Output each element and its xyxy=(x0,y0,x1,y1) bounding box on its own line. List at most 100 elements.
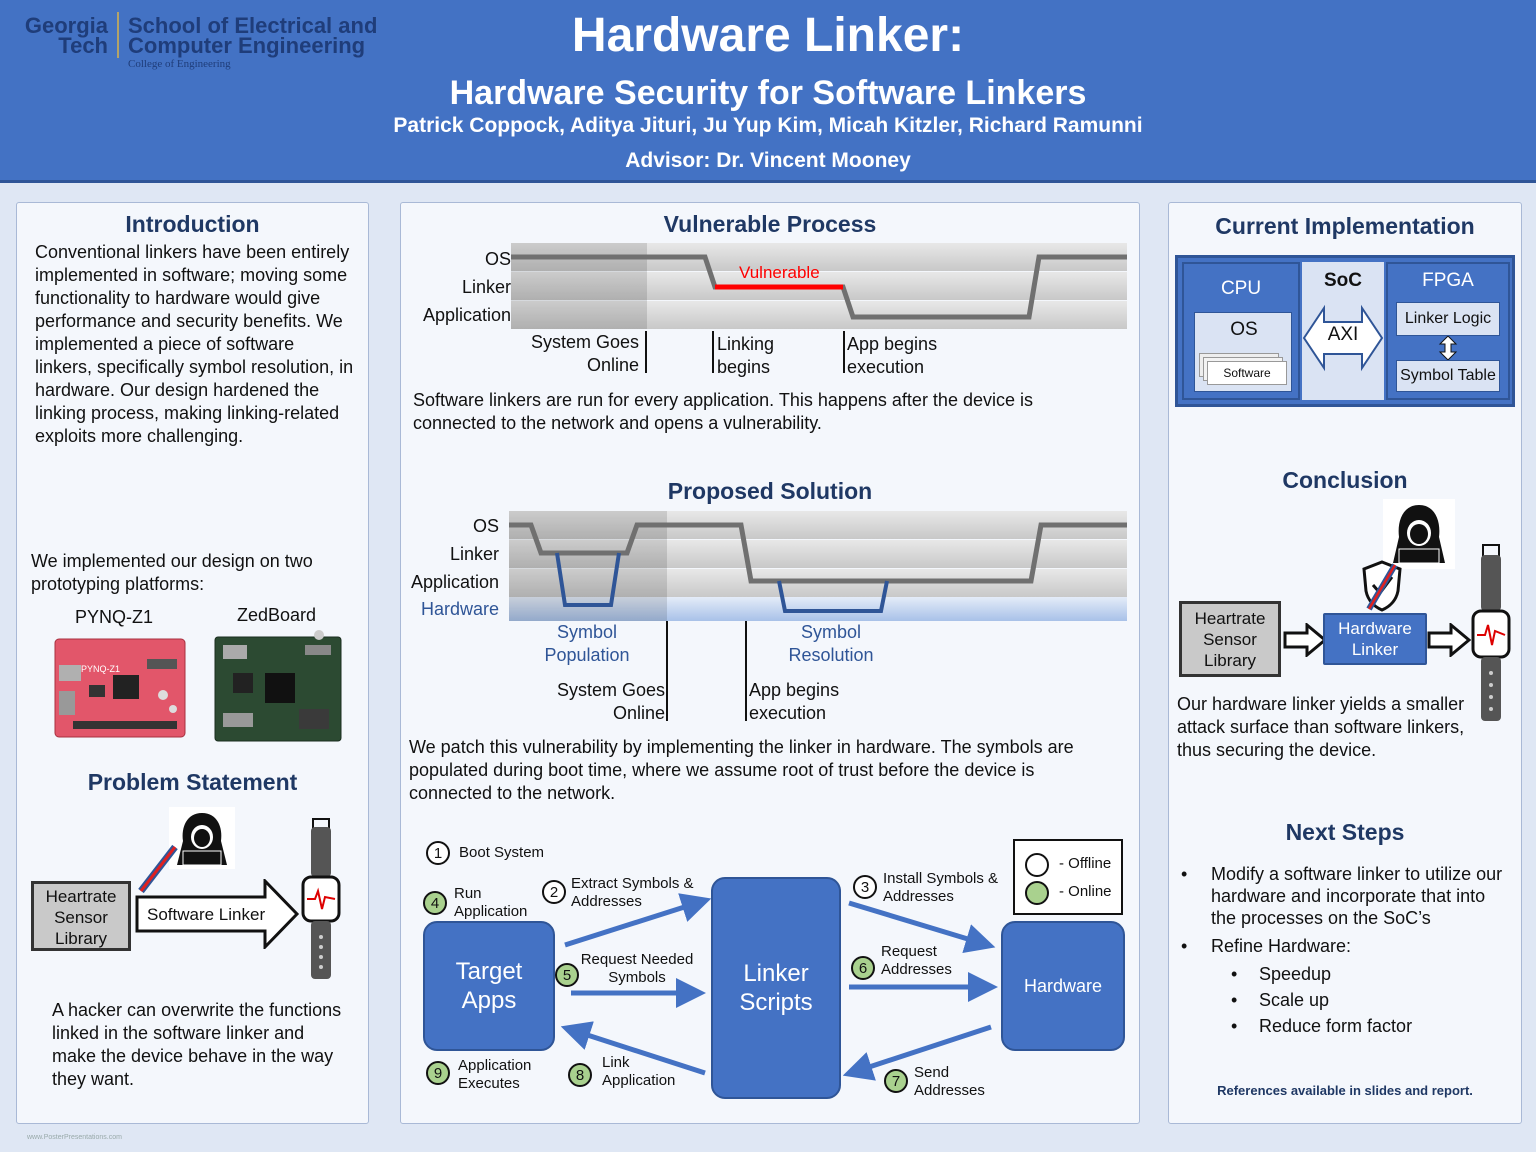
step-5-circle: 5 xyxy=(555,963,579,987)
step-6-label: Request Addresses xyxy=(881,943,952,978)
pynq-label: PYNQ-Z1 xyxy=(75,607,154,627)
poster-title: Hardware Linker: xyxy=(571,9,965,62)
lane2-label-linker: Linker xyxy=(449,544,499,564)
step-9-circle: 9 xyxy=(426,1061,450,1085)
next-step-2: Refine Hardware: xyxy=(1211,936,1352,956)
sub-bullet-dot-3: • xyxy=(1231,1016,1238,1036)
legend-online-label: - Online xyxy=(1059,883,1112,900)
sub-step-speedup: Speedup xyxy=(1259,964,1332,984)
step-3-circle: 3 xyxy=(853,875,877,899)
step-5-label: Request Needed Symbols xyxy=(580,951,694,986)
legend-offline-circle xyxy=(1025,853,1049,877)
legend-offline-label: - Offline xyxy=(1059,855,1112,872)
step-9-label: Application Executes xyxy=(458,1057,532,1092)
left-panel: Introduction Conventional linkers have b… xyxy=(16,202,369,1141)
vulnerable-label: Vulnerable xyxy=(739,263,820,282)
software-linker-arrow xyxy=(135,879,300,949)
lane2-label-application: Application xyxy=(410,572,499,592)
step-2-circle: 2 xyxy=(542,880,566,904)
conclusion-text: Our hardware linker yields a smaller att… xyxy=(1177,694,1465,760)
poster-subtitle: Hardware Security for Software Linkers xyxy=(449,74,1087,112)
hardware-linker-box: Hardware Linker xyxy=(1323,613,1427,665)
fpga-block: FPGA Linker Logic Symbol Table xyxy=(1386,262,1510,400)
hacker-icon xyxy=(169,807,235,869)
footer-credit: www.PosterPresentations.com xyxy=(27,1134,122,1141)
problem-text: A hacker can overwrite the functions lin… xyxy=(52,1000,342,1089)
legend-box: - Offline - Online xyxy=(1013,839,1123,915)
next-steps-heading: Next Steps xyxy=(1285,819,1405,845)
step-7-label: Send Addresses xyxy=(914,1064,985,1099)
axi-label: AXI xyxy=(1327,324,1359,345)
legend-online-circle xyxy=(1025,881,1049,905)
school-name: School of Electrical and Computer Engine… xyxy=(128,13,378,58)
arrow-link xyxy=(560,1021,706,1076)
current-implementation-heading: Current Implementation xyxy=(1215,213,1475,239)
step-3-label: Install Symbols & Addresses xyxy=(883,870,999,905)
flow-arrows xyxy=(560,893,998,1081)
marker-app-begins xyxy=(843,331,845,373)
logo-tech: Tech xyxy=(58,33,108,58)
authors: Patrick Coppock, Aditya Jituri, Ju Yup K… xyxy=(393,114,1143,137)
sub-step-scale-up: Scale up xyxy=(1259,990,1330,1010)
target-apps-box: Target Apps xyxy=(423,921,555,1051)
software-label: Software xyxy=(1207,361,1287,385)
attack-line-icon xyxy=(138,844,178,894)
label-system-goes-online: System Goes Online xyxy=(530,332,639,375)
symbol-table-block: Symbol Table xyxy=(1396,360,1500,392)
smartwatch-icon-conclusion xyxy=(1471,544,1511,721)
label2-system-goes-online: System Goes Online xyxy=(556,680,665,723)
label-linking-begins: Linking begins xyxy=(717,334,775,377)
school-name-line2: Computer Engineering xyxy=(128,33,366,58)
sub-bullet-dot-1: • xyxy=(1231,964,1238,984)
soc-label: SoC xyxy=(1324,270,1362,291)
marker2-app-begins xyxy=(745,621,747,721)
zedboard-label: ZedBoard xyxy=(237,605,317,625)
gt-logo-wordmark: Georgia Tech xyxy=(8,13,108,58)
pynq-silk-text: PYNQ-Z1 xyxy=(81,664,120,674)
arrow-install xyxy=(848,900,996,954)
school-name-line1: School of Electrical and xyxy=(128,13,378,38)
pynq-board-image: PYNQ-Z1 xyxy=(54,638,186,738)
middle-panel: Vulnerable Process OS Linker Application… xyxy=(400,202,1140,1124)
lane-label-application: Application xyxy=(422,305,511,325)
college-name: College of Engineering xyxy=(128,58,231,70)
heartrate-library-box-conclusion: Heartrate Sensor Library xyxy=(1179,601,1281,677)
cpu-block: CPU OS Software xyxy=(1182,262,1300,400)
linker-logic-block: Linker Logic xyxy=(1396,302,1500,336)
logo-georgia: Georgia xyxy=(24,13,108,38)
vulnerable-text: Software linkers are run for every appli… xyxy=(413,390,1033,433)
smartwatch-icon xyxy=(301,818,341,979)
label-app-begins: App begins execution xyxy=(847,334,938,377)
fpga-label: FPGA xyxy=(1422,270,1474,291)
arrow-to-watch-icon xyxy=(1427,623,1471,657)
os-label: OS xyxy=(1230,319,1258,340)
sub-bullet-dot-2: • xyxy=(1231,990,1238,1010)
proposed-timeline xyxy=(509,511,1127,621)
poster-header: Georgia Tech School of Electrical and Co… xyxy=(0,0,1536,183)
heartrate-sensor-library-box: Heartrate Sensor Library xyxy=(31,881,131,951)
introduction-text: Conventional linkers have been entirely … xyxy=(35,242,354,446)
soc-diagram: CPU OS Software SoC AXI FPGA Linker Logi… xyxy=(1175,255,1515,407)
vulnerable-timeline xyxy=(511,243,1127,329)
bullet-dot-2: • xyxy=(1181,936,1188,956)
references-note: References available in slides and repor… xyxy=(1217,1083,1473,1098)
problem-statement-heading: Problem Statement xyxy=(87,769,298,795)
step-7-circle: 7 xyxy=(884,1069,908,1093)
arrow-send xyxy=(842,1024,992,1081)
marker2-system-online xyxy=(666,621,668,721)
step-8-label: Link Application xyxy=(602,1054,676,1089)
linker-scripts-box: Linker Scripts xyxy=(711,877,841,1099)
label-symbol-population: Symbol Population xyxy=(544,622,630,665)
step-8-circle: 8 xyxy=(568,1063,592,1087)
label2-app-begins: App begins execution xyxy=(749,680,840,723)
shield-icon xyxy=(1362,560,1402,612)
sub-step-form-factor: Reduce form factor xyxy=(1259,1016,1413,1036)
lane-label-linker: Linker xyxy=(461,277,511,297)
lane2-label-hardware: Hardware xyxy=(420,599,499,619)
os-block: OS Software xyxy=(1194,312,1292,392)
label-symbol-resolution: Symbol Resolution xyxy=(788,622,874,665)
proposed-solution-heading: Proposed Solution xyxy=(667,478,873,504)
advisor: Advisor: Dr. Vincent Mooney xyxy=(625,149,911,172)
introduction-heading: Introduction xyxy=(125,211,260,237)
bullet-dot-1: • xyxy=(1181,864,1188,884)
